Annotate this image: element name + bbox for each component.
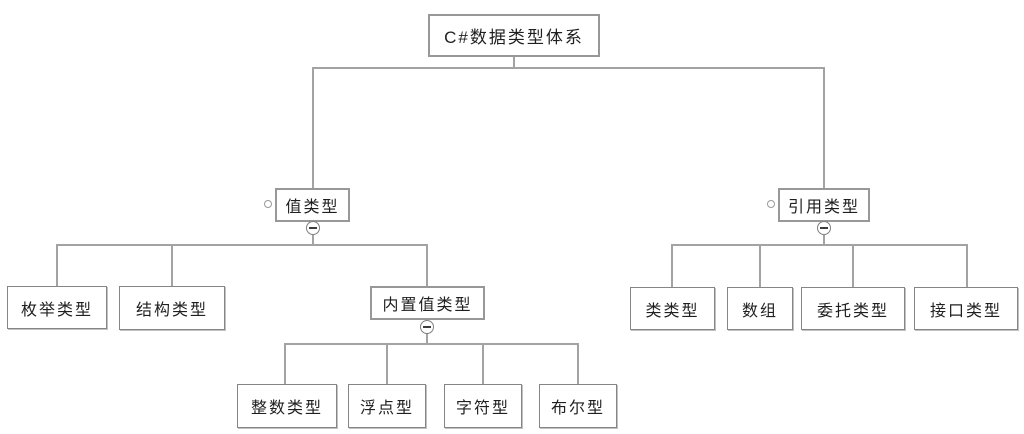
connector-line <box>671 244 968 246</box>
connector-line <box>56 244 58 286</box>
node-char-type[interactable]: 字符型 <box>444 384 522 428</box>
connector-line <box>966 244 968 287</box>
node-array-type[interactable]: 数组 <box>727 287 793 330</box>
connector-line <box>312 67 825 69</box>
connector-line <box>312 235 314 246</box>
connector-line <box>513 57 515 69</box>
collapse-minus-icon[interactable] <box>306 221 320 235</box>
node-reference-type[interactable]: 引用类型 <box>778 188 870 222</box>
node-struct-type[interactable]: 结构类型 <box>119 286 225 330</box>
connector-line <box>312 67 314 188</box>
node-integer-type[interactable]: 整数类型 <box>237 384 337 428</box>
node-label: 浮点型 <box>359 400 414 417</box>
node-label: 类类型 <box>645 302 700 320</box>
collapse-minus-icon[interactable] <box>420 320 434 334</box>
node-float-type[interactable]: 浮点型 <box>348 384 426 428</box>
node-delegate-type[interactable]: 委托类型 <box>801 287 905 330</box>
node-label: 内置值类型 <box>382 297 473 314</box>
node-interface-type[interactable]: 接口类型 <box>914 287 1018 330</box>
connector-line <box>823 235 825 246</box>
connector-line <box>386 343 388 384</box>
connector-line <box>171 244 173 286</box>
collapse-minus-icon[interactable] <box>817 221 831 235</box>
node-builtin-value-type[interactable]: 内置值类型 <box>370 286 485 320</box>
node-value-type[interactable]: 值类型 <box>275 188 350 222</box>
node-enum-type[interactable]: 枚举类型 <box>7 286 107 329</box>
connector-line <box>671 244 673 287</box>
connector-line <box>426 244 428 286</box>
node-bool-type[interactable]: 布尔型 <box>539 384 617 428</box>
connector-line <box>56 244 428 246</box>
connector-line <box>284 343 579 345</box>
connector-line <box>577 343 579 384</box>
node-label: 委托类型 <box>816 302 889 320</box>
circle-outline-icon <box>264 200 272 208</box>
node-label: 字符型 <box>455 400 510 417</box>
node-label: 布尔型 <box>550 400 605 417</box>
connector-line <box>852 244 854 287</box>
connector-line <box>823 67 825 188</box>
connector-line <box>284 343 286 384</box>
node-csharp-data-type-system[interactable]: C#数据类型体系 <box>428 14 600 57</box>
node-label: 接口类型 <box>929 302 1002 320</box>
connector-line <box>759 244 761 287</box>
connector-line <box>482 343 484 384</box>
connector-line <box>426 333 428 344</box>
node-class-type[interactable]: 类类型 <box>630 287 715 330</box>
node-label: 枚举类型 <box>20 301 93 319</box>
node-label: 结构类型 <box>135 302 208 319</box>
node-label: C#数据类型体系 <box>444 28 584 47</box>
node-label: 值类型 <box>285 199 340 216</box>
node-label: 数组 <box>741 302 778 320</box>
node-label: 引用类型 <box>787 199 860 216</box>
node-label: 整数类型 <box>250 400 323 417</box>
circle-outline-icon <box>767 200 775 208</box>
